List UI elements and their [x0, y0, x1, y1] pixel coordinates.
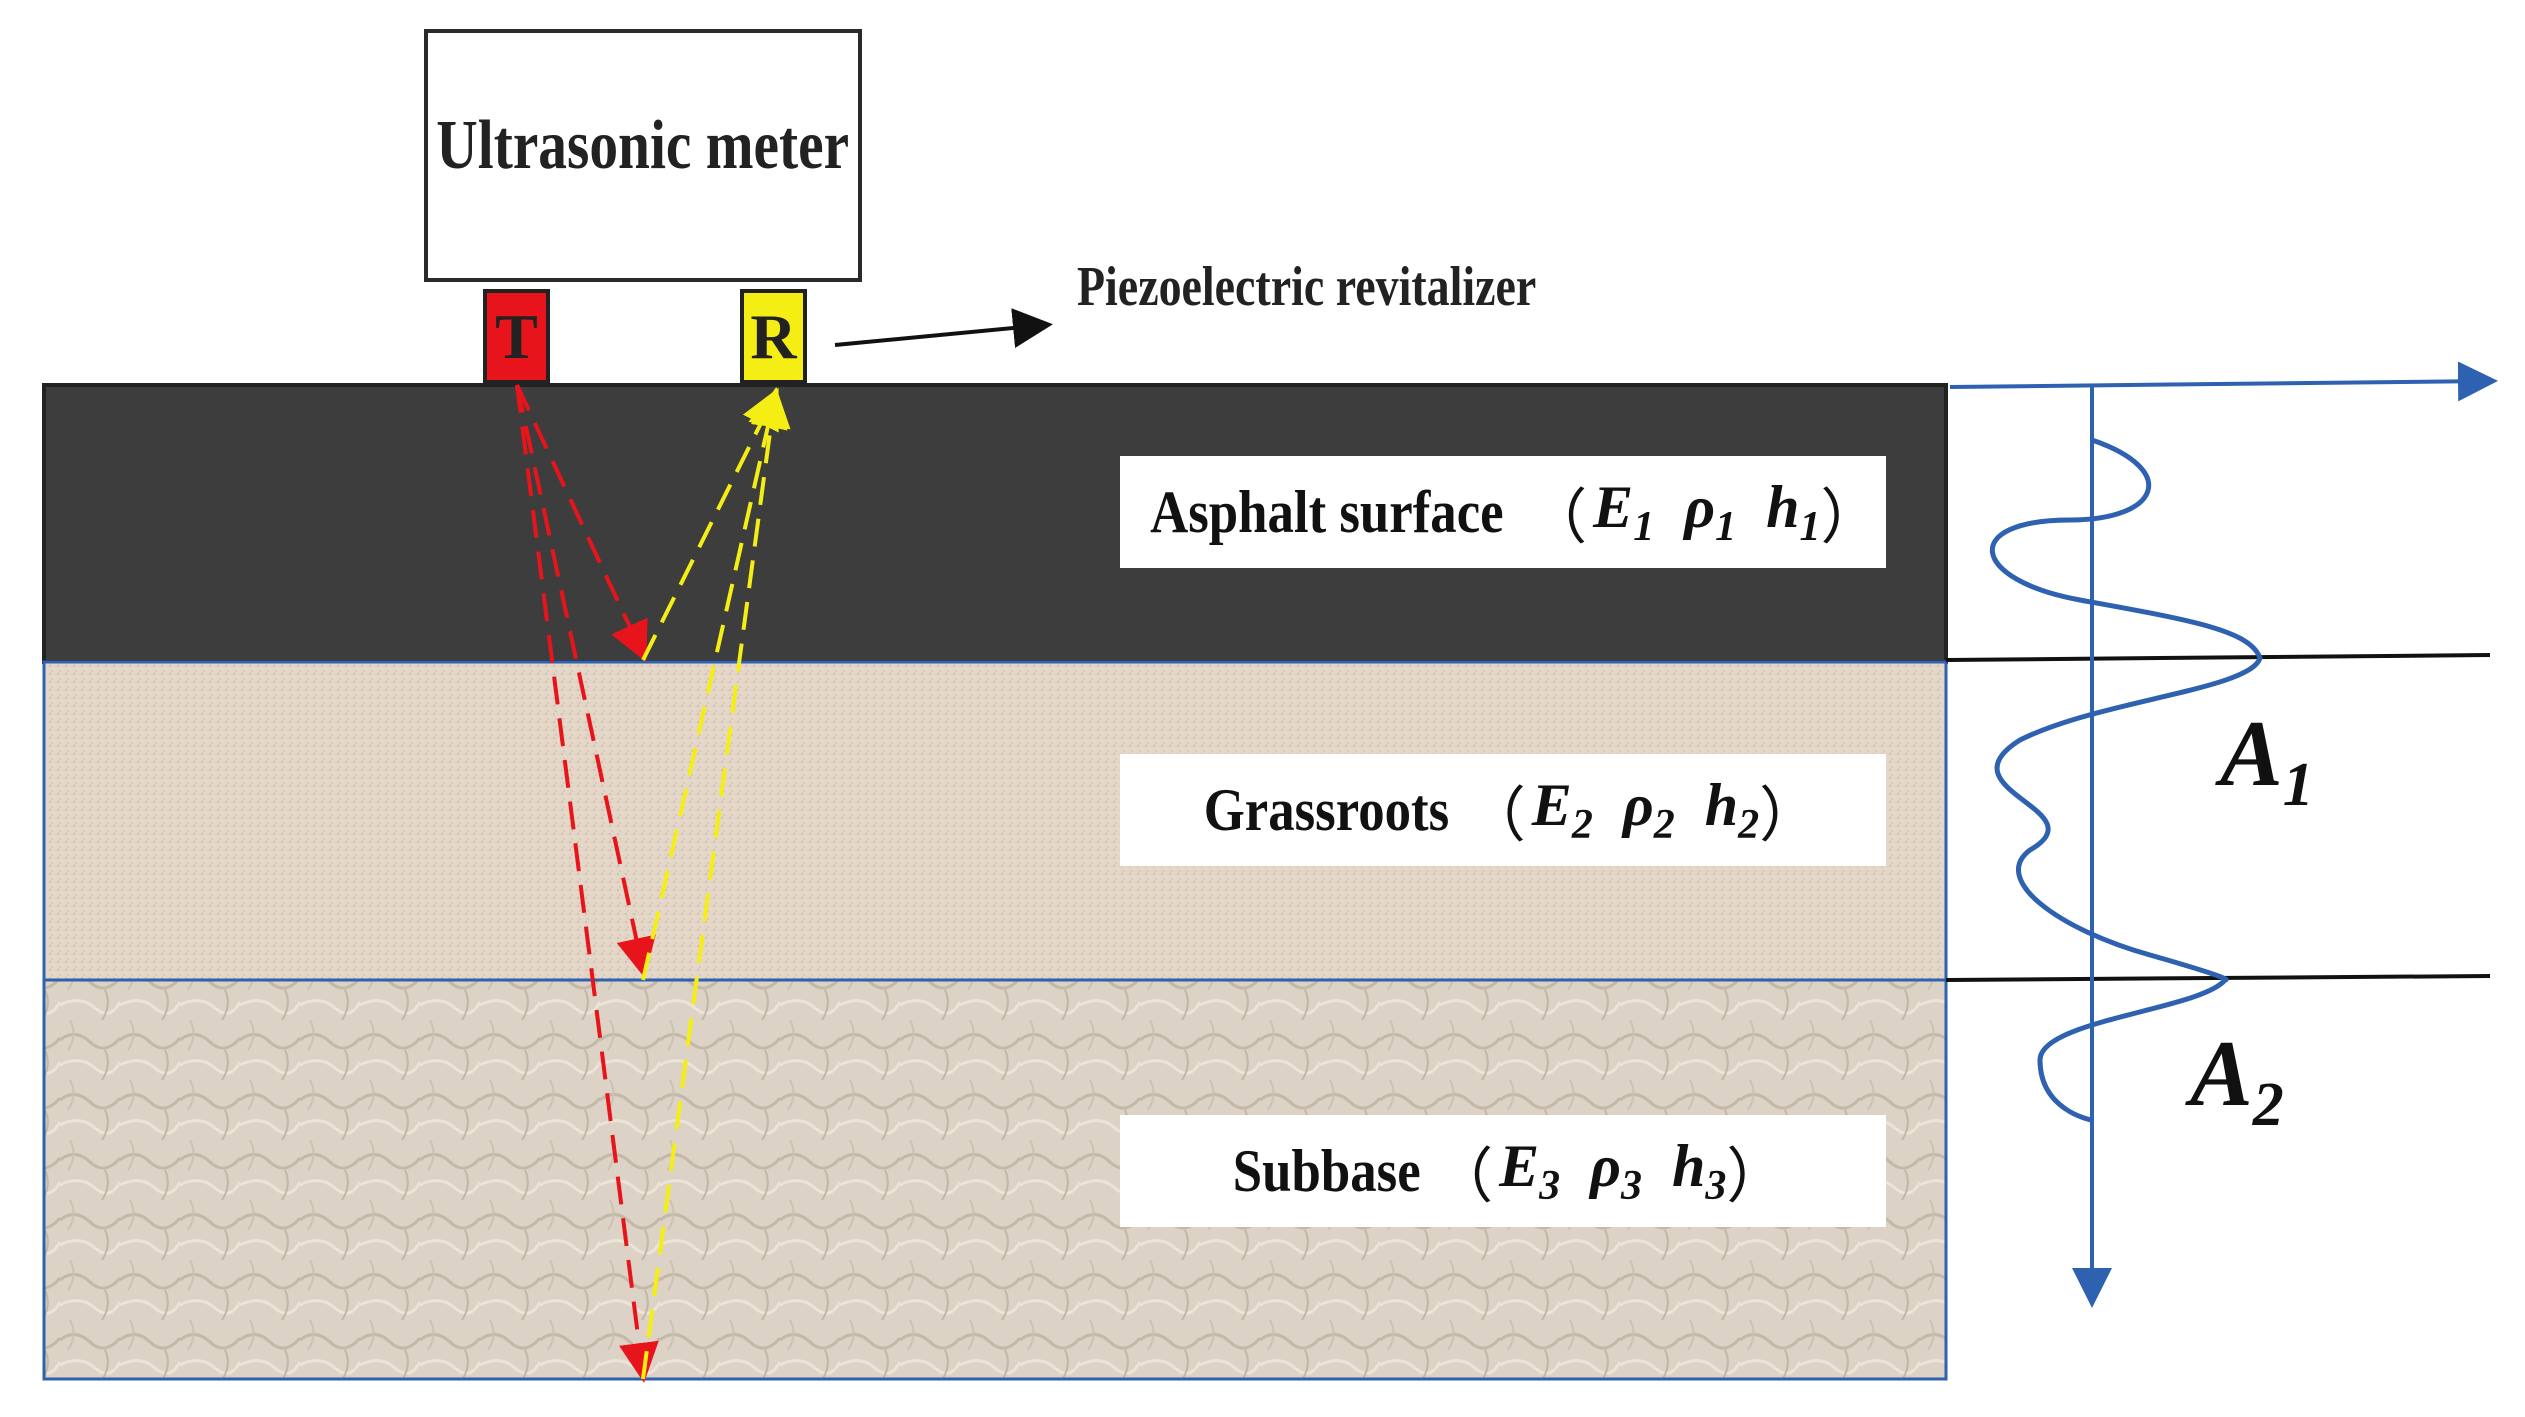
paren-open: （: [1527, 484, 1588, 551]
paren-close: ）: [1726, 1143, 1787, 1210]
receive-wave-paths: [641, 387, 791, 1380]
amplitude-a2-label: A2: [2190, 1022, 2284, 1139]
receiver-probe: R: [740, 289, 807, 384]
waveform-time-axis: [1949, 361, 2498, 402]
piezo-label: Piezoelectric revitalizer: [1077, 256, 1537, 318]
paren-open: （: [1433, 1143, 1494, 1210]
amplitude-a1-label: A1: [2220, 702, 2314, 819]
transmitter-label: T: [495, 300, 538, 372]
layer-name: Subbase: [1232, 1137, 1421, 1204]
layer-params: E2 ρ2 h2: [1531, 772, 1760, 848]
waveform-curve: [1989, 437, 2263, 1123]
interface-line-1: [1945, 653, 2491, 662]
paren-close: ）: [1759, 782, 1820, 849]
ultrasonic-meter: Ultrasonic meter: [424, 29, 862, 282]
transmit-wave-paths: [515, 384, 659, 1383]
subbase-label: Subbase （ E3 ρ3 h3 ）: [1120, 1115, 1886, 1227]
grassroots-label: Grassroots （ E2 ρ2 h2 ）: [1120, 754, 1886, 866]
transmitter-probe: T: [483, 289, 550, 384]
layer-name: Grassroots: [1203, 776, 1450, 843]
receiver-label: R: [750, 300, 797, 372]
meter-label: Ultrasonic meter: [436, 106, 850, 184]
layer-params: E1 ρ1 h1: [1593, 474, 1821, 550]
paren-open: （: [1465, 782, 1526, 849]
layer-name: Asphalt surface: [1149, 478, 1504, 545]
piezo-pointer-arrow: [834, 308, 1053, 348]
asphalt-label: Asphalt surface （ E1 ρ1 h1 ）: [1120, 456, 1886, 568]
paren-close: ）: [1820, 484, 1881, 551]
layer-params: E3 ρ3 h3: [1499, 1133, 1727, 1209]
